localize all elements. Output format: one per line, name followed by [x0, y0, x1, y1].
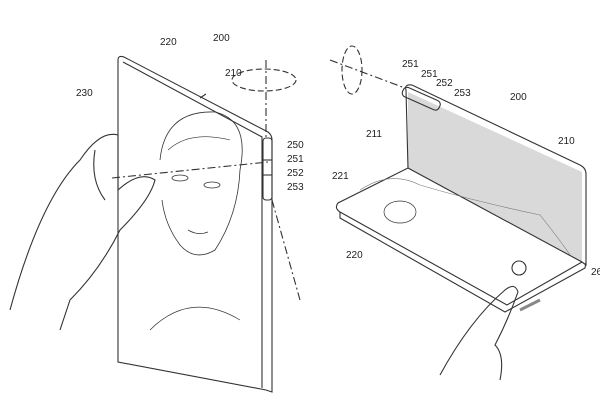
label-211: 211	[366, 129, 382, 140]
rotation-arrow	[231, 68, 297, 92]
panel-seam	[199, 93, 207, 99]
upper-panel	[405, 84, 587, 267]
axis-line	[111, 161, 269, 179]
right-device	[329, 45, 587, 381]
label-251b: 251	[421, 69, 438, 80]
face-sketch-lower	[383, 200, 417, 224]
label-251a: 251	[402, 59, 419, 70]
label-221: 221	[332, 171, 349, 182]
swipe-arrow	[519, 298, 541, 312]
hand-right	[439, 285, 519, 381]
rotation-arrow-right	[341, 45, 363, 95]
left-device-inner-edge	[122, 61, 263, 388]
label-26: 26	[591, 267, 600, 278]
left-device-body	[117, 55, 273, 393]
face-sketch	[159, 111, 243, 256]
hand-left	[9, 133, 156, 331]
label-210: 210	[225, 68, 242, 79]
label-200: 200	[213, 33, 230, 44]
label-253: 253	[287, 182, 304, 193]
upper-screen	[408, 92, 582, 262]
label-220: 220	[346, 250, 363, 261]
label-200: 200	[510, 92, 527, 103]
label-251: 251	[287, 154, 304, 165]
lower-panel-edge	[339, 212, 587, 313]
label-230: 230	[76, 88, 93, 99]
hinge	[262, 137, 273, 201]
label-250: 250	[287, 140, 304, 151]
left-device	[9, 55, 301, 393]
label-220: 220	[160, 37, 177, 48]
label-252: 252	[287, 168, 304, 179]
lower-panel	[335, 167, 583, 306]
fingerprint-sensor	[511, 260, 527, 276]
lower-screen-sketch	[359, 178, 571, 256]
label-252: 252	[436, 78, 453, 89]
hinge-right	[401, 86, 441, 111]
label-253: 253	[454, 88, 471, 99]
label-210: 210	[558, 136, 575, 147]
